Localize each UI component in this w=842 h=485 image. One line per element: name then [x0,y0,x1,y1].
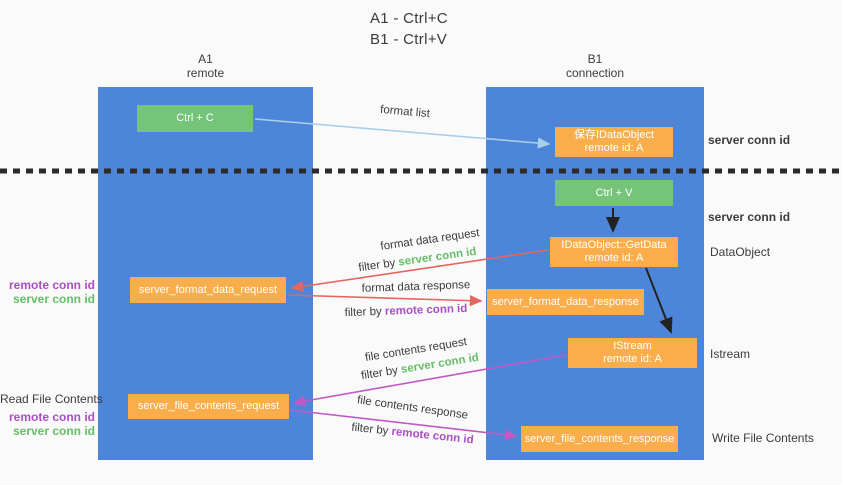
node-ctrl-v: Ctrl + V [555,180,673,206]
title-line-1: A1 - Ctrl+C [370,10,448,27]
lifeline-header-a1: A1 remote [98,52,313,80]
lifeline-a1-subtitle: remote [186,66,225,80]
node-server-file-contents-request: server_file_contents_request [128,394,289,419]
node-istream-line2: remote id: A [603,353,662,365]
node-server-file-contents-response: server_file_contents_response [521,426,678,452]
filter-by-text-3: filter by [360,364,402,383]
label-filter-by-remote-conn-id-2: filter by remote conn id [340,420,485,447]
node-getdata-line1: IDataObject::GetData [561,239,667,251]
right-label-write-file-contents: Write File Contents [712,431,814,445]
node-ctrl-c-label: Ctrl + C [176,112,214,124]
node-ctrl-c: Ctrl + C [137,105,253,132]
lifeline-header-b1: B1 connection [486,52,704,80]
left-label-read-file-contents: Read File Contents [0,392,103,406]
filter-by-text-4: filter by [350,421,393,438]
title-line-2: B1 - Ctrl+V [370,31,448,48]
lifeline-b1-subtitle: connection [565,66,625,80]
label-file-contents-response: file contents response [356,394,469,422]
node-ctrl-v-label: Ctrl + V [595,186,633,199]
arrow-format-data-response [286,294,483,307]
diagram-title: A1 - Ctrl+C B1 - Ctrl+V [370,8,448,50]
label-format-list: format list [379,103,431,121]
left-server-conn-id-1: server conn id [12,292,95,306]
server-conn-id-text-1: server conn id [397,245,478,269]
right-label-dataobject: DataObject [710,245,771,259]
label-format-data-response: format data response [361,279,471,295]
right-label-server-conn-id-top: server conn id [708,133,791,147]
lifeline-b1-name: B1 [587,52,603,66]
node-getdata-line2: remote id: A [584,252,644,264]
node-istream: IStream remote id: A [568,338,697,368]
node-file-request-label: server_file_contents_request [137,400,280,412]
lifeline-a1-name: A1 [198,52,213,66]
left-label-conn-ids-2: remote conn id server conn id [0,410,95,438]
node-istream-line1: IStream [613,340,652,352]
filter-by-text-2: filter by [344,305,386,320]
node-server-format-data-request: server_format_data_request [130,277,286,303]
node-server-format-data-response: server_format_data_response [487,289,644,315]
node-format-response-label: server_format_data_response [492,295,639,308]
right-label-server-conn-id-mid: server conn id [708,210,791,224]
left-label-conn-ids-1: remote conn id server conn id [0,278,95,306]
node-save-idataobject-line1: 保存IDataObject [573,129,655,141]
left-remote-conn-id-1: remote conn id [8,278,95,292]
remote-conn-id-text-1: remote conn id [384,302,468,318]
remote-conn-id-text-2: remote conn id [390,425,475,447]
filter-by-text-1: filter by [357,256,400,275]
right-label-istream: Istream [710,347,751,361]
node-save-idataobject-line2: remote id: A [584,142,644,154]
node-format-request-label: server_format_data_request [138,283,278,296]
label-filter-by-remote-conn-id-1: filter by remote conn id [335,303,477,320]
node-file-response-label: server_file_contents_response [524,432,675,445]
node-save-idataobject: 保存IDataObject remote id: A [555,127,673,157]
left-remote-conn-id-2: remote conn id [8,410,95,424]
left-server-conn-id-2: server conn id [12,424,95,438]
node-idataobject-getdata: IDataObject::GetData remote id: A [550,237,678,267]
